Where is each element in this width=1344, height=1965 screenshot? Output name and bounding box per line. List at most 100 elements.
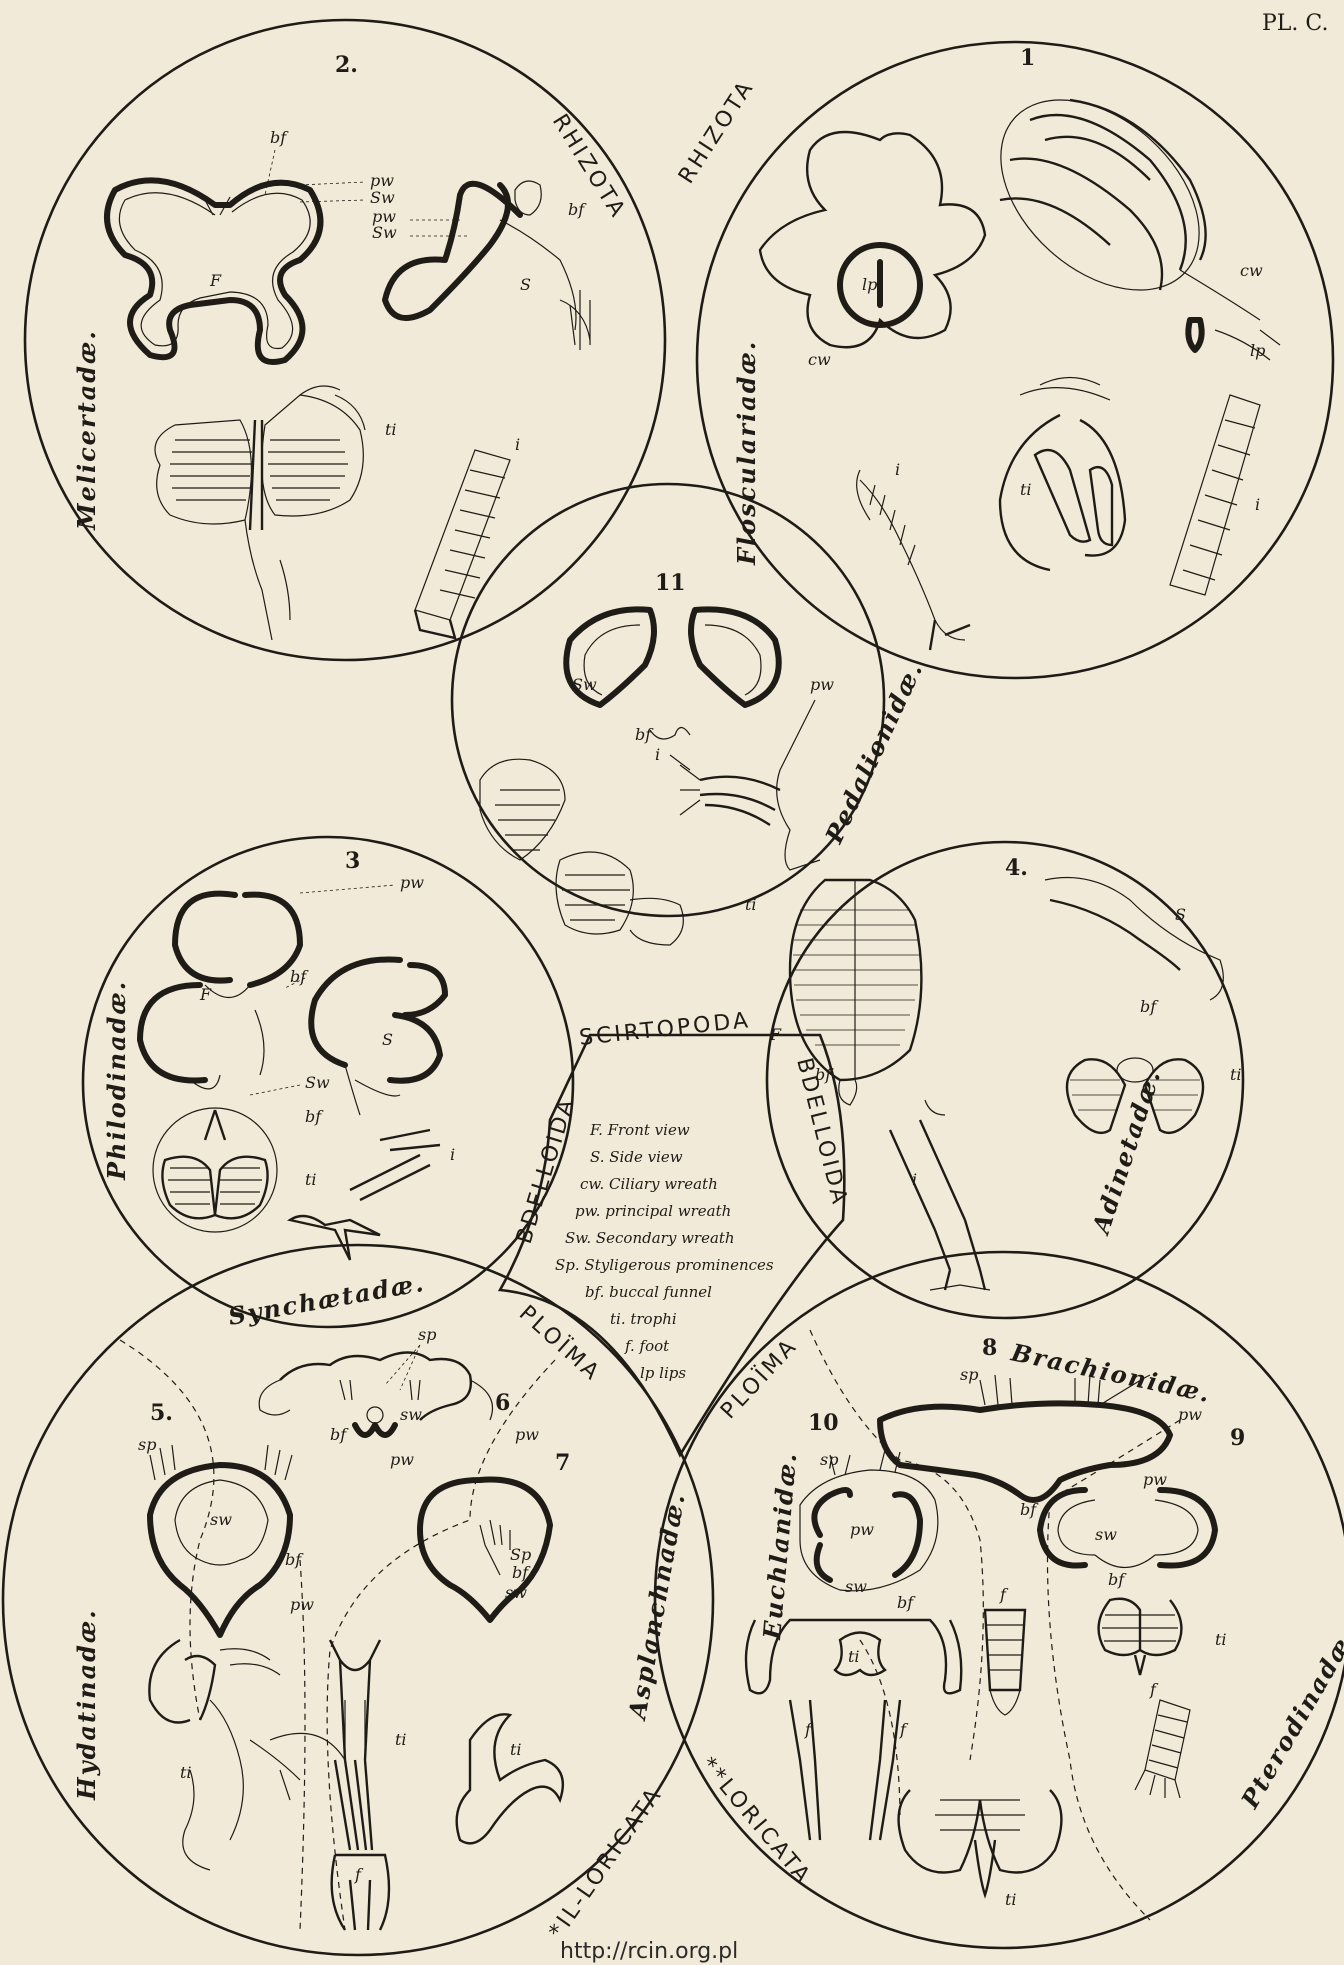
fig3-side-view xyxy=(311,960,445,1116)
fig2-label-ti: ti xyxy=(385,420,397,439)
fig5-hydatina xyxy=(150,1445,292,1635)
fig9-label-sw: sw xyxy=(1095,1525,1117,1544)
fig8-label-ti: ti xyxy=(1005,1890,1017,1909)
fig10-label-sw: sw xyxy=(845,1577,867,1596)
fig3-label-bf: bf xyxy=(290,967,309,986)
fig7-label-pw: pw xyxy=(515,1425,539,1444)
circle-fig-11 xyxy=(452,484,884,916)
fig-number-7: 7 xyxy=(555,1450,570,1476)
legend-line-0: F. Front view xyxy=(589,1121,690,1139)
fig5-label-sw: sw xyxy=(210,1510,232,1529)
fig9-foot xyxy=(1135,1700,1190,1798)
fig1-trophi xyxy=(1000,378,1125,571)
fig3-label-S: S xyxy=(382,1030,393,1049)
fig3-label-pw: pw xyxy=(400,873,424,892)
legend-line-6: bf. buccal funnel xyxy=(585,1283,712,1301)
plate-label: PL. C. xyxy=(1262,11,1328,36)
fig6-label-bf: bf xyxy=(330,1425,349,1444)
circle-fig-1 xyxy=(697,42,1333,678)
fig5-label-pw: pw xyxy=(290,1595,314,1614)
fig8-brachionus xyxy=(880,1375,1170,1500)
fig-number-6: 6 xyxy=(495,1390,510,1416)
fig1-label-cw-2: cw xyxy=(1240,261,1263,280)
legend-line-1: S. Side view xyxy=(590,1148,683,1166)
fig2-label-i: i xyxy=(515,435,520,454)
legend-line-5: Sp. Styligerous prominences xyxy=(555,1256,774,1274)
fig1-label-ti: ti xyxy=(1020,480,1032,499)
fig3-label-i: i xyxy=(450,1145,455,1164)
fig10-label-f-2: f xyxy=(899,1720,909,1739)
legend-line-9: lp lips xyxy=(640,1364,686,1382)
legend-line-3: pw. principal wreath xyxy=(575,1202,731,1220)
fig1-label-cw: cw xyxy=(808,350,831,369)
family-pedalionidae: Pedalionidæ. xyxy=(819,656,929,848)
order-rhizota-right: RHIZOTA xyxy=(674,75,760,188)
fig3-trophi xyxy=(153,1108,277,1232)
fig1-label-i: i xyxy=(895,460,900,479)
family-philodinadae: Philodinadæ. xyxy=(102,980,131,1181)
fig-number-3: 3 xyxy=(345,848,360,874)
fig5-trophi xyxy=(149,1640,372,1870)
fig3-label-F: F xyxy=(199,985,212,1004)
fig3-label-bf-2: bf xyxy=(305,1107,324,1126)
fig2-side-view xyxy=(385,181,590,350)
fig8-label-f: f xyxy=(999,1585,1009,1604)
fig3-foot xyxy=(290,1130,440,1260)
fig8-label-pw: pw xyxy=(1178,1405,1202,1424)
fig2-label-F: F xyxy=(209,271,222,290)
legend: F. Front view S. Side view cw. Ciliary w… xyxy=(555,1121,774,1382)
fig1-side-view xyxy=(964,62,1280,360)
fig4-label-bf-2: bf xyxy=(1140,997,1159,1016)
fig-number-8: 8 xyxy=(982,1335,997,1361)
fig2-label-Sw-1: Sw xyxy=(370,188,395,207)
fig4-label-ti: ti xyxy=(1230,1065,1242,1084)
legend-line-7: ti. trophi xyxy=(610,1310,677,1328)
fig3-front-view xyxy=(140,894,300,1089)
family-hydatinadae: Hydatinadæ. xyxy=(72,1608,101,1801)
fig5-label-f: f xyxy=(354,1865,364,1884)
fig9-pterodina xyxy=(1040,1490,1215,1568)
order-bdelloida-left: BDELLOIDA xyxy=(512,1094,580,1247)
fig2-label-bf: bf xyxy=(270,128,289,147)
fig11-label-i: i xyxy=(655,745,660,764)
family-flosculariadae: Flosculariadæ. xyxy=(732,340,761,566)
fig-number-1: 1 xyxy=(1020,45,1035,71)
fig1-foot-right xyxy=(1170,395,1260,595)
order-rhizota-left: RHIZOTA xyxy=(547,110,631,224)
fig-number-10: 10 xyxy=(808,1410,839,1436)
fig7-label-sw: sw xyxy=(505,1583,527,1602)
fig-number-2: 2. xyxy=(335,52,358,78)
fig2-label-S: S xyxy=(520,275,531,294)
fig3-label-ti: ti xyxy=(305,1170,317,1189)
fig6-label-sp: sp xyxy=(418,1325,436,1344)
fig4-label-i: i xyxy=(912,1170,917,1189)
fig1-front-view xyxy=(760,132,985,347)
family-synchaetadae: Synchætadæ. xyxy=(226,1268,427,1331)
legend-line-2: cw. Ciliary wreath xyxy=(580,1175,718,1193)
fig1-label-lp-2: lp xyxy=(1250,341,1265,360)
family-euchlanidae: Euchlanidæ. xyxy=(757,1450,802,1641)
fig10-label-pw: pw xyxy=(850,1520,874,1539)
fig-number-4: 4. xyxy=(1005,855,1028,881)
fig2-label-bf-2: bf xyxy=(568,200,587,219)
family-adinetadae: Adinetadæ. xyxy=(1086,1065,1167,1239)
fig11-label-bf: bf xyxy=(635,725,654,744)
order-ploima-left: PLOÏMA xyxy=(514,1300,606,1387)
fig1-label-i-2: i xyxy=(1255,495,1260,514)
fig5-label-ti-2: ti xyxy=(395,1730,407,1749)
fig3-label-Sw: Sw xyxy=(305,1073,330,1092)
fig11-label-ti: ti xyxy=(745,895,757,914)
fig9-label-ti: ti xyxy=(1215,1630,1227,1649)
fig9-trophi xyxy=(1099,1599,1182,1675)
fig7-label-ti: ti xyxy=(510,1740,522,1759)
order-loricata-left: *IL-LORICATA xyxy=(544,1782,667,1943)
fig8-foot xyxy=(985,1610,1025,1715)
fig11-foot xyxy=(670,700,820,870)
fig8-label-sp: sp xyxy=(960,1365,978,1384)
fig2-label-Sw-2: Sw xyxy=(372,223,397,242)
fig6-label-pw: pw xyxy=(390,1450,414,1469)
fig5-trophi-center xyxy=(330,1640,380,1760)
fig4-foot xyxy=(890,1100,990,1290)
fig10-label-bf: bf xyxy=(897,1593,916,1612)
